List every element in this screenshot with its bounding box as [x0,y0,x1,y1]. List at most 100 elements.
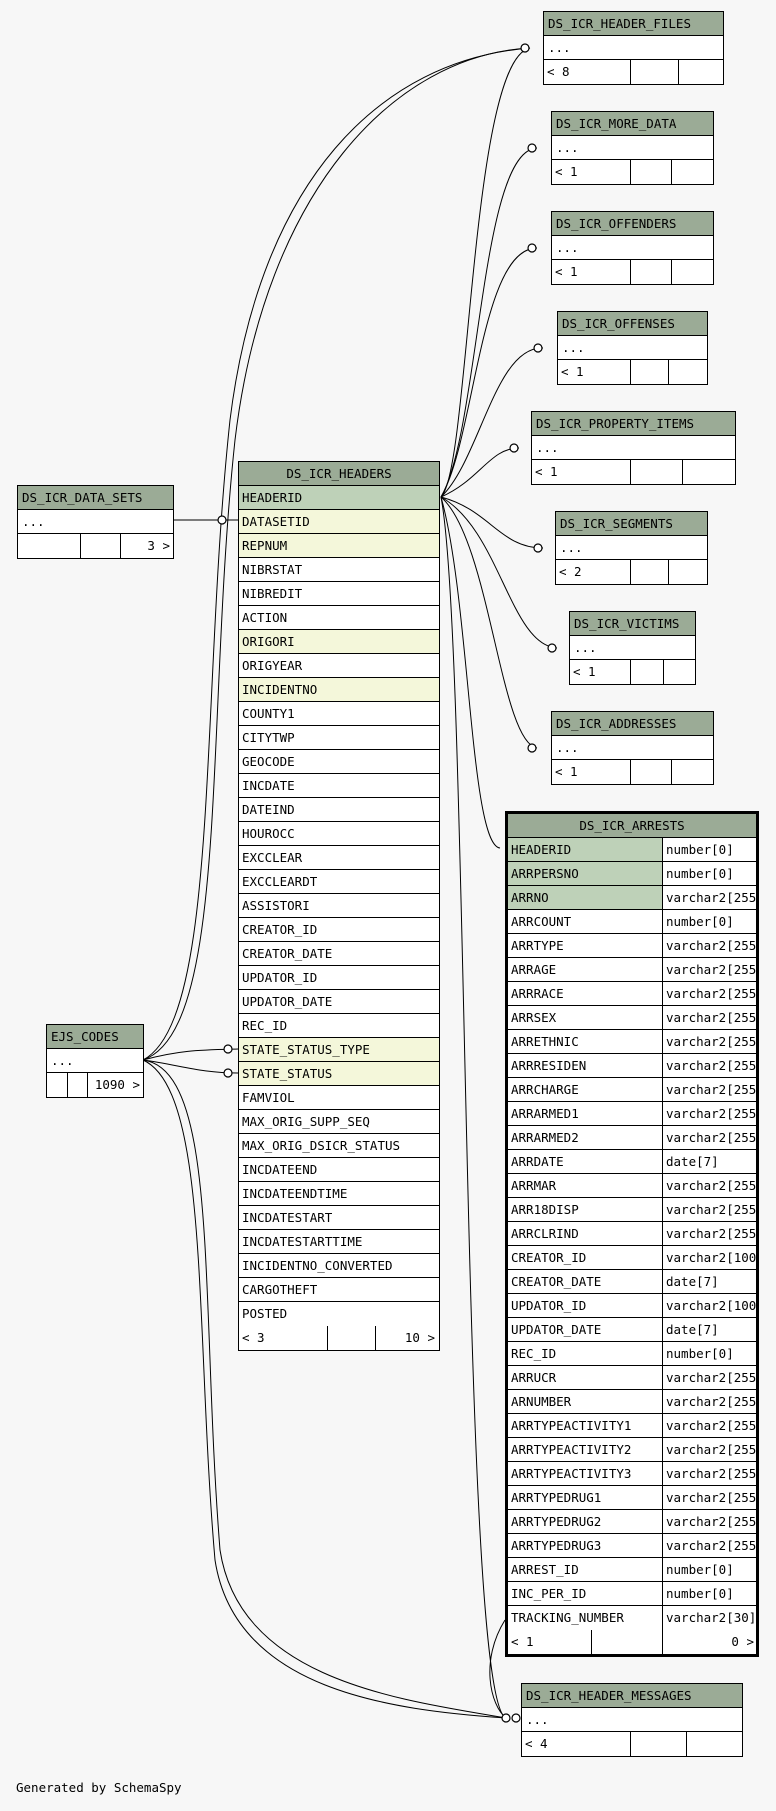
column-type: varchar2[100] [662,1294,756,1317]
column-name: ARRCHARGE [511,1082,579,1097]
column-type: varchar2[255] [662,1534,756,1557]
columns-ellipsis: ... [556,536,707,560]
column-name: REC_ID [511,1346,557,1361]
column-row: POSTED [239,1302,439,1326]
column-row: TRACKING_NUMBER varchar2[30] [508,1606,756,1630]
column-type: varchar2[255] [662,1222,756,1245]
column-name: ARRRACE [511,986,564,1001]
column-row: UPDATOR_DATE [239,990,439,1014]
column-type: date[7] [662,1318,756,1341]
separator [630,560,668,584]
separator [630,160,671,184]
column-row: HEADERID [239,486,439,510]
column-name: UPDATOR_DATE [242,994,333,1009]
column-row: EXCCLEAR [239,846,439,870]
column-row: ASSISTORI [239,894,439,918]
children-count [671,160,713,184]
table-title: DS_ICR_HEADER_MESSAGES [522,1684,742,1708]
edge-headers-offenders [440,247,538,498]
column-name: TRACKING_NUMBER [511,1610,624,1625]
table-title: DS_ICR_DATA_SETS [18,486,173,510]
parents-count: < 1 [573,664,596,679]
column-name: ARRTYPEDRUG3 [511,1538,602,1553]
table-victims[interactable]: DS_ICR_VICTIMS ... < 1 [569,611,696,685]
column-name: STATE_STATUS [242,1066,333,1081]
table-title: DS_ICR_HEADER_FILES [544,12,723,36]
column-row: STATE_STATUS_TYPE [239,1038,439,1062]
table-title: DS_ICR_VICTIMS [570,612,695,636]
column-name: ARRTYPEDRUG1 [511,1490,602,1505]
columns-ellipsis: ... [522,1708,742,1732]
table-offenders[interactable]: DS_ICR_OFFENDERS ... < 1 [551,211,714,285]
column-type: number[0] [662,838,756,861]
edge-headers-arrests [440,496,501,849]
column-name: ASSISTORI [242,898,310,913]
children-count: 3 > [120,534,173,558]
column-name: ARRAGE [511,962,557,977]
table-property-items[interactable]: DS_ICR_PROPERTY_ITEMS ... < 1 [531,411,736,485]
table-header-messages[interactable]: DS_ICR_HEADER_MESSAGES ... < 4 [521,1683,743,1757]
column-name: CREATOR_DATE [242,946,333,961]
table-header-files[interactable]: DS_ICR_HEADER_FILES ... < 8 [543,11,724,85]
table-more-data[interactable]: DS_ICR_MORE_DATA ... < 1 [551,111,714,185]
table-segments[interactable]: DS_ICR_SEGMENTS ... < 2 [555,511,708,585]
column-name: ARR18DISP [511,1202,579,1217]
table-offenses[interactable]: DS_ICR_OFFENSES ... < 1 [557,311,708,385]
relations-row: < 1 0 > [508,1630,756,1654]
edge-headers-header-files [440,47,531,498]
separator [630,1732,686,1756]
children-count: 1090 > [87,1073,143,1097]
column-name: INCIDENTNO_CONVERTED [242,1258,393,1273]
column-name: ACTION [242,610,288,625]
parents-count: < 1 [561,364,584,379]
table-title: DS_ICR_MORE_DATA [552,112,713,136]
column-name: EXCCLEARDT [242,874,318,889]
column-row: ARRARMED2 varchar2[255] [508,1126,756,1150]
edge-ejs-header-files [142,47,531,1061]
edge-headers-victims [440,496,558,649]
children-count [668,560,707,584]
relations-row: < 1 [532,460,735,484]
table-title: DS_ICR_OFFENDERS [552,212,713,236]
column-row: MAX_ORIG_DSICR_STATUS [239,1134,439,1158]
column-type: varchar2[255] [662,1510,756,1533]
column-name: CARGOTHEFT [242,1282,318,1297]
column-name: ARRRESIDEN [511,1058,587,1073]
column-row: REC_ID [239,1014,439,1038]
table-data-sets[interactable]: DS_ICR_DATA_SETS ... 3 > [17,485,174,559]
column-row: ARRTYPEDRUG3 varchar2[255] [508,1534,756,1558]
edge-headers-segments [440,496,544,549]
edge-headers-offenses [440,347,544,498]
column-name: INCDATEENDTIME [242,1186,348,1201]
table-addresses[interactable]: DS_ICR_ADDRESSES ... < 1 [551,711,714,785]
column-name: REPNUM [242,538,288,553]
column-name: ARRARMED1 [511,1106,579,1121]
column-type: varchar2[30] [662,1606,756,1630]
columns-ellipsis: ... [18,510,173,534]
column-name: INCDATESTART [242,1210,333,1225]
column-type: varchar2[255] [662,1174,756,1197]
children-count [678,60,723,84]
separator [630,660,663,684]
column-type: number[0] [662,910,756,933]
column-row: FAMVIOL [239,1086,439,1110]
column-name: CREATOR_DATE [511,1274,602,1289]
column-row: INCDATE [239,774,439,798]
column-name: ARRARMED2 [511,1130,579,1145]
separator [327,1326,375,1350]
table-ejs-codes[interactable]: EJS_CODES ... 1090 > [46,1024,144,1098]
column-type: varchar2[100] [662,1246,756,1269]
column-type: varchar2[255] [662,1126,756,1149]
column-row: GEOCODE [239,750,439,774]
